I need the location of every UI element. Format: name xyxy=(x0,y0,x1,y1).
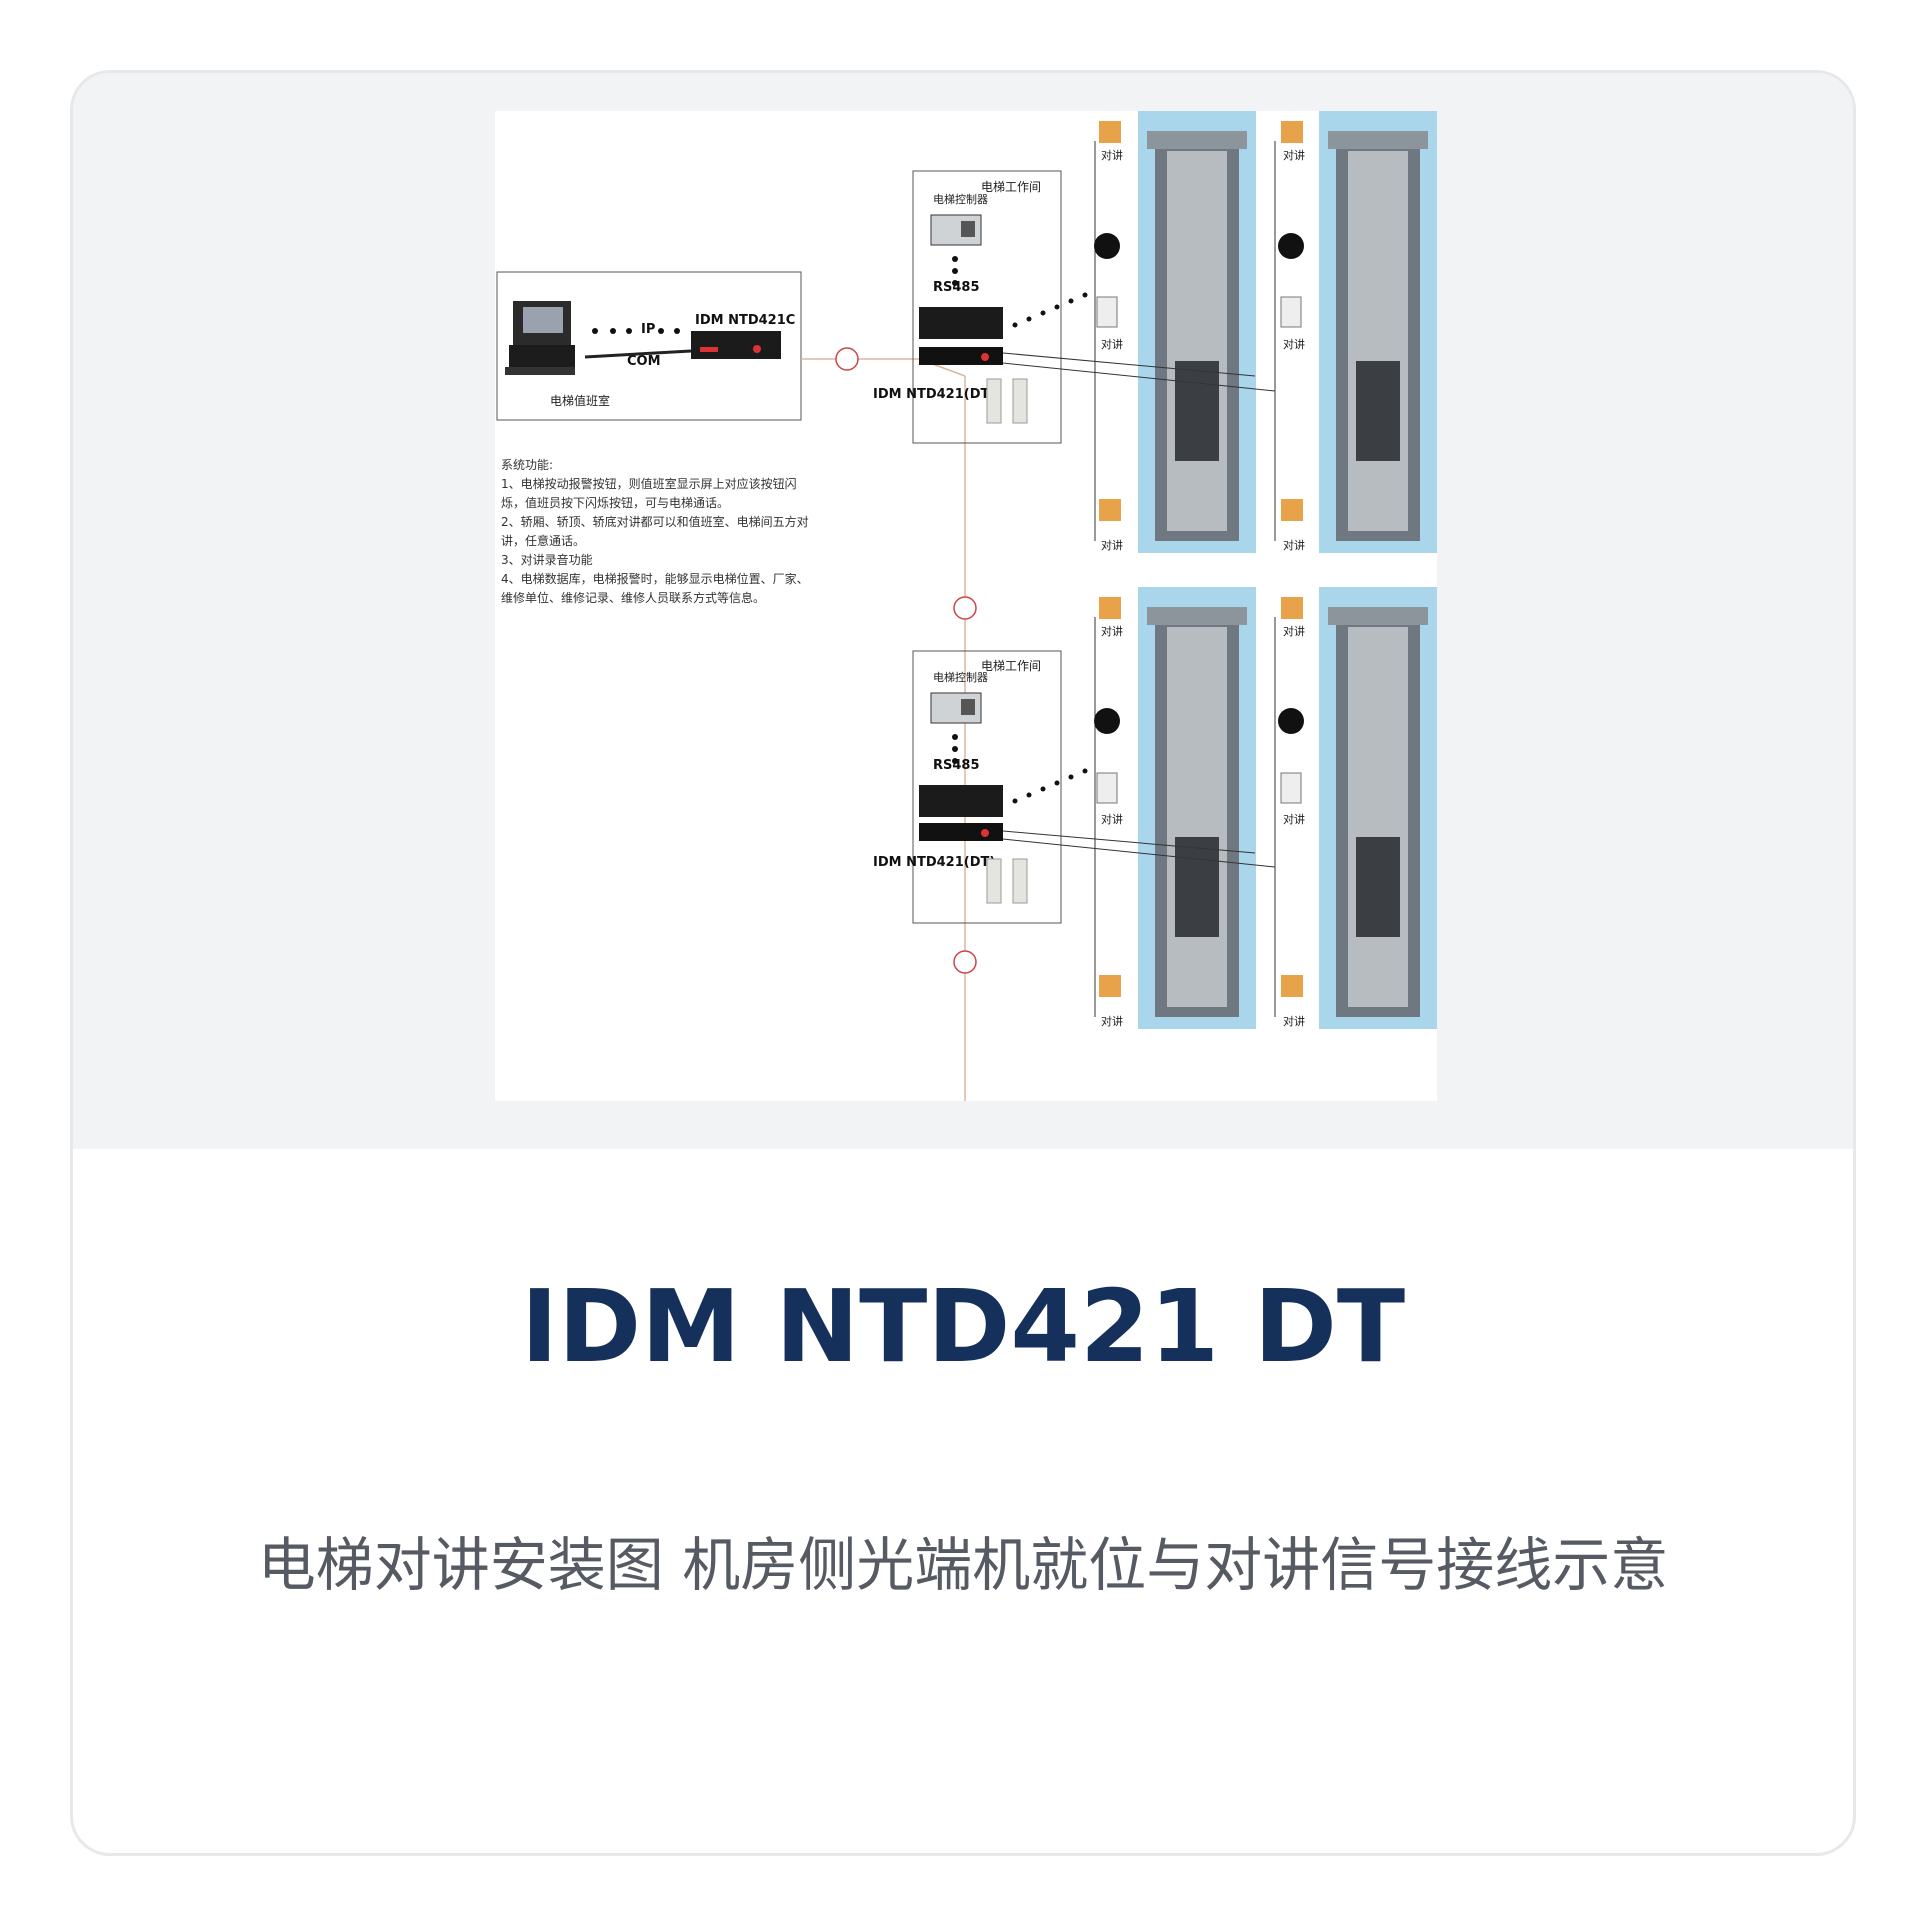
ip-label: IP xyxy=(641,322,655,337)
intercom-label-6: 对讲 xyxy=(1283,538,1305,552)
unit-device-label-1: IDM NTD421(DT) xyxy=(873,387,995,402)
svg-text:4、电梯数据库，电梯报警时，能够显示电梯位置、厂家、: 4、电梯数据库，电梯报警时，能够显示电梯位置、厂家、 xyxy=(501,571,809,586)
ip-dots xyxy=(592,328,680,334)
intercom-label-5: 对讲 xyxy=(1101,538,1123,552)
riser-wiring xyxy=(1002,141,1276,1017)
machine-room-label-2: 电梯工作间 xyxy=(981,659,1041,673)
elevator-shafts xyxy=(1138,111,1437,1029)
camera-and-phone-icons xyxy=(1094,121,1304,997)
signal-dots xyxy=(1012,292,1088,804)
machine-room-box-1 xyxy=(912,170,1062,444)
console-icon xyxy=(505,301,575,375)
svg-text:维修单位、维修记录、维修人员联系方式等信息。: 维修单位、维修记录、维修人员联系方式等信息。 xyxy=(501,590,765,605)
com-label: COM xyxy=(627,354,661,369)
unit-device-icon-1 xyxy=(919,307,1003,365)
intercom-label-10: 对讲 xyxy=(1283,812,1305,826)
product-title: IDM NTD421 DT xyxy=(520,1268,1406,1385)
machine-room-box-2 xyxy=(912,650,1062,924)
intercom-label-9: 对讲 xyxy=(1101,812,1123,826)
controller-icon-2 xyxy=(930,692,982,724)
controller-icon-1 xyxy=(930,214,982,246)
com-cable xyxy=(584,349,692,359)
machine-room-label-1: 电梯工作间 xyxy=(981,180,1041,194)
svg-text:烁，值班员按下闪烁按钮，可与电梯通话。: 烁，值班员按下闪烁按钮，可与电梯通话。 xyxy=(501,495,729,510)
intercom-label-1: 对讲 xyxy=(1101,148,1123,162)
elevator-shaft-1 xyxy=(1138,111,1256,553)
intercom-label-4: 对讲 xyxy=(1283,337,1305,351)
product-image-area: IDM NTD421C IP COM 电梯值班室 xyxy=(73,73,1853,1149)
svg-text:1、电梯按动报警按钮，则值班室显示屏上对应该按钮闪: 1、电梯按动报警按钮，则值班室显示屏上对应该按钮闪 xyxy=(501,476,797,491)
diagram-svg: IDM NTD421C IP COM 电梯值班室 xyxy=(496,111,1437,1101)
installation-diagram: IDM NTD421C IP COM 电梯值班室 xyxy=(495,111,1437,1101)
center-device-label: IDM NTD421C xyxy=(695,313,795,328)
intercom-handset-icon-1 xyxy=(986,378,1028,424)
product-card[interactable]: IDM NTD421C IP COM 电梯值班室 xyxy=(70,70,1856,1856)
intercom-label-8: 对讲 xyxy=(1283,624,1305,638)
svg-text:系统功能:: 系统功能: xyxy=(501,458,553,472)
elevator-shaft-3 xyxy=(1138,587,1256,1029)
intercom-label-2: 对讲 xyxy=(1283,148,1305,162)
rs485-label-2: RS485 xyxy=(933,758,980,773)
controller-label-2: 电梯控制器 xyxy=(933,670,988,684)
svg-text:2、轿厢、轿顶、轿底对讲都可以和值班室、电梯间五方对: 2、轿厢、轿顶、轿底对讲都可以和值班室、电梯间五方对 xyxy=(501,514,809,529)
intercom-label-12: 对讲 xyxy=(1283,1014,1305,1028)
elevator-shaft-4 xyxy=(1319,587,1437,1029)
fiber-connector-icon xyxy=(835,347,977,974)
product-caption: 电梯对讲安装图 机房侧光端机就位与对讲信号接线示意 xyxy=(257,1531,1669,1599)
svg-text:3、对讲录音功能: 3、对讲录音功能 xyxy=(501,552,593,567)
intercom-handset-icon-2 xyxy=(986,858,1028,904)
unit-device-label-2: IDM NTD421(DT) xyxy=(873,855,995,870)
feature-description: 系统功能: 1、电梯按动报警按钮，则值班室显示屏上对应该按钮闪 烁，值班员按下闪… xyxy=(501,458,809,605)
rs485-label-1: RS485 xyxy=(933,280,980,295)
intercom-label-11: 对讲 xyxy=(1101,1014,1123,1028)
intercom-label-7: 对讲 xyxy=(1101,624,1123,638)
center-device-icon xyxy=(691,331,781,359)
unit-device-icon-2 xyxy=(919,785,1003,841)
svg-text:讲，任意通话。: 讲，任意通话。 xyxy=(501,533,585,548)
duty-room-box xyxy=(496,271,802,421)
elevator-shaft-2 xyxy=(1319,111,1437,553)
controller-label-1: 电梯控制器 xyxy=(933,192,988,206)
duty-room-label: 电梯值班室 xyxy=(550,393,610,408)
intercom-label-3: 对讲 xyxy=(1101,337,1123,351)
